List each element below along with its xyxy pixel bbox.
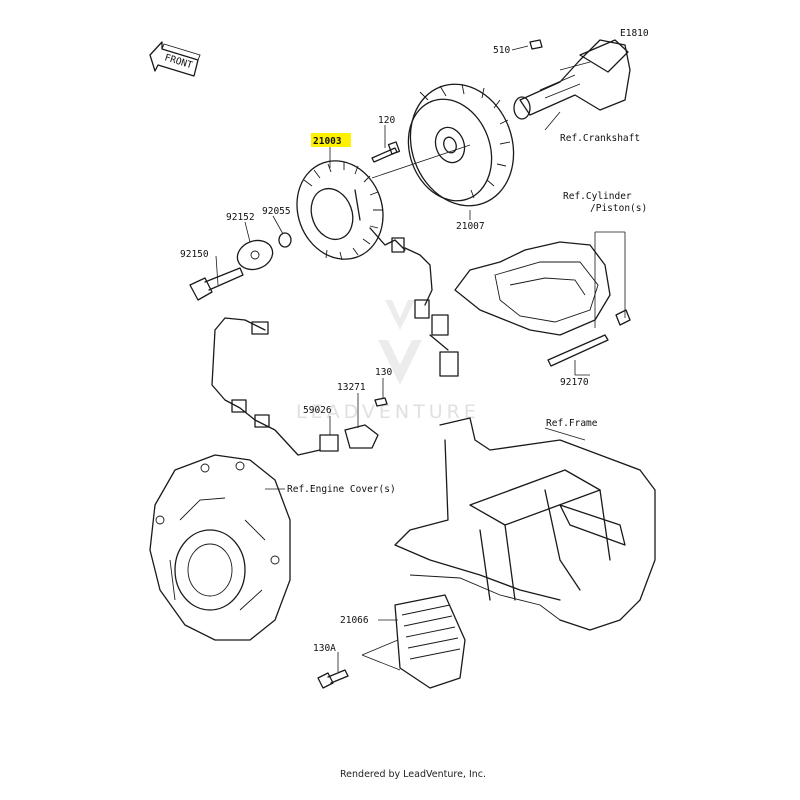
part-label-21003[interactable]: 21003: [313, 136, 342, 147]
connector-bracket-icon: [319, 397, 388, 452]
part-label-59026[interactable]: 59026: [303, 405, 332, 416]
watermark-text: LEADVENTURE: [296, 401, 480, 423]
crankshaft-icon: [513, 39, 631, 120]
part-label-510[interactable]: 510: [493, 45, 510, 56]
part-label-21066[interactable]: 21066: [340, 615, 369, 626]
leader-lines: [215, 45, 590, 672]
regulator-icon: [394, 594, 466, 689]
part-label-13271[interactable]: 13271: [337, 382, 366, 393]
ref-frame-label[interactable]: Ref.Frame: [546, 418, 598, 429]
watermark: LEADVENTURE: [296, 300, 480, 423]
footer-credit: Rendered by LeadVenture, Inc.: [340, 769, 486, 780]
bolt-120-icon: [371, 141, 401, 163]
stator-icon: [296, 144, 471, 377]
engine-cover-icon: [149, 454, 291, 641]
key-icon: [529, 39, 543, 50]
part-label-120[interactable]: 120: [378, 115, 395, 126]
part-label-92055[interactable]: 92055: [262, 206, 291, 217]
rotor-icon: [407, 83, 515, 207]
front-arrow-icon: FRONT: [149, 41, 201, 77]
cylinder-icon: [454, 231, 626, 336]
ref-piston-label[interactable]: /Piston(s): [590, 203, 647, 214]
ref-crankshaft-label[interactable]: Ref.Crankshaft: [560, 133, 640, 144]
wiring-harness-icon: [211, 317, 321, 456]
part-label-130a[interactable]: 130A: [313, 643, 336, 654]
frame-icon: [394, 417, 656, 631]
ref-engine-cover-label[interactable]: Ref.Engine Cover(s): [287, 484, 396, 495]
bolt-92150-icon: [189, 267, 244, 301]
ref-cylinder-label[interactable]: Ref.Cylinder: [563, 191, 632, 202]
part-highlight: [311, 133, 351, 147]
diagram-code: E1810: [620, 28, 649, 39]
part-label-92170[interactable]: 92170: [560, 377, 589, 388]
o-ring-icon: [278, 232, 292, 248]
part-label-21007[interactable]: 21007: [456, 221, 485, 232]
part-label-92152[interactable]: 92152: [226, 212, 255, 223]
stud-icon: [547, 309, 631, 367]
bolt-130a-icon: [317, 669, 349, 689]
part-label-92150[interactable]: 92150: [180, 249, 209, 260]
part-label-130[interactable]: 130: [375, 367, 392, 378]
